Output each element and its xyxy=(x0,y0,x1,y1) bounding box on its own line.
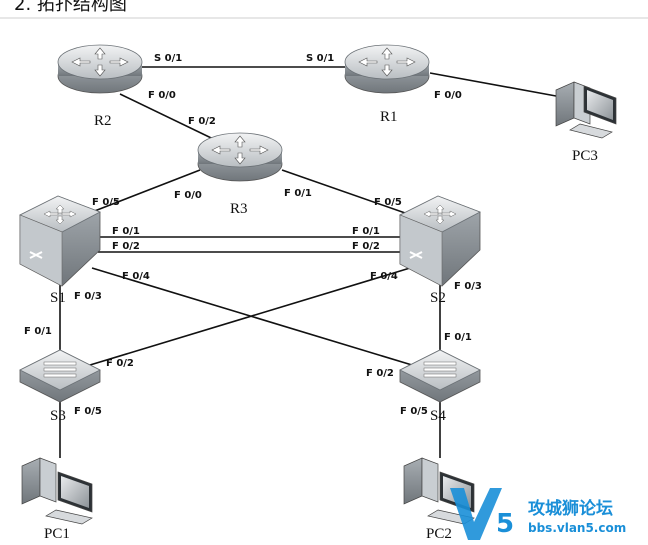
port-s1-f02: F 0/2 xyxy=(112,241,140,252)
link-r1-pc3 xyxy=(429,72,557,97)
watermark-url: bbs.vlan5.com xyxy=(528,521,626,535)
router-r1[interactable] xyxy=(344,44,430,94)
port-s2-f05: F 0/5 xyxy=(374,197,402,208)
port-s1-f04: F 0/4 xyxy=(122,271,150,282)
switch-arrows-icon xyxy=(43,204,77,225)
switch-s4[interactable] xyxy=(399,349,481,403)
port-s3-f02: F 0/2 xyxy=(106,358,134,369)
label-r3: R3 xyxy=(230,201,248,217)
label-pc1: PC1 xyxy=(44,526,70,542)
port-r2-f00: F 0/0 xyxy=(148,90,176,101)
port-r1-f00: F 0/0 xyxy=(434,90,462,101)
switch-s3[interactable] xyxy=(19,349,101,403)
v5-logo-icon: V5 5 xyxy=(450,488,514,540)
port-s4-f02: F 0/2 xyxy=(366,368,394,379)
label-s1: S1 xyxy=(50,290,66,306)
switch-ports-icon xyxy=(423,361,457,378)
port-s1-f05: F 0/5 xyxy=(92,197,120,208)
port-s2-f01: F 0/1 xyxy=(352,226,380,237)
label-r2: R2 xyxy=(94,113,112,129)
port-s3-f01: F 0/1 xyxy=(24,326,52,337)
label-s4: S4 xyxy=(430,408,446,424)
port-r3-f01: F 0/1 xyxy=(284,188,312,199)
port-s2-f03: F 0/3 xyxy=(454,281,482,292)
link-s2-s3 xyxy=(89,267,411,366)
watermark: V5 5 攻城狮论坛 bbs.vlan5.com xyxy=(450,488,626,540)
port-r1-s01: S 0/1 xyxy=(306,53,334,64)
port-s2-f02: F 0/2 xyxy=(352,241,380,252)
watermark-cn: 攻城狮论坛 xyxy=(528,498,613,519)
label-pc3: PC3 xyxy=(572,148,598,164)
port-s1-f03: F 0/3 xyxy=(74,291,102,302)
link-r3-s1 xyxy=(91,169,201,213)
switch-s1[interactable] xyxy=(19,195,101,287)
port-s2-f04: F 0/4 xyxy=(370,271,398,282)
link-r3-s2 xyxy=(281,169,409,215)
label-s2: S2 xyxy=(430,290,446,306)
router-arrows-icon xyxy=(211,135,269,165)
pc3-computer-icon[interactable] xyxy=(555,81,617,139)
port-s4-f05: F 0/5 xyxy=(400,406,428,417)
router-r3[interactable] xyxy=(197,132,283,182)
port-labels: S 0/1 S 0/1 F 0/0 F 0/0 F 0/2 F 0/0 F 0/… xyxy=(24,53,482,417)
switch-s2[interactable] xyxy=(399,195,481,287)
pc1-computer-icon[interactable] xyxy=(21,457,93,525)
links xyxy=(59,66,557,458)
port-r2-s01: S 0/1 xyxy=(154,53,182,64)
port-r3-f00: F 0/0 xyxy=(174,190,202,201)
port-s1-f01: F 0/1 xyxy=(112,226,140,237)
port-s3-f05: F 0/5 xyxy=(74,406,102,417)
page-title: 2. 拓扑结构图 xyxy=(14,0,127,15)
switch-cross-icon xyxy=(409,251,423,259)
router-arrows-icon xyxy=(358,47,416,77)
switch-ports-icon xyxy=(43,361,77,378)
svg-text:5: 5 xyxy=(496,509,514,539)
switch-cross-icon xyxy=(29,251,43,259)
port-r3-f02: F 0/2 xyxy=(188,116,216,127)
label-s3: S3 xyxy=(50,408,66,424)
port-s4-f01: F 0/1 xyxy=(444,332,472,343)
switch-arrows-icon xyxy=(423,204,457,225)
label-r1: R1 xyxy=(380,109,398,125)
router-r2[interactable] xyxy=(57,44,143,94)
router-arrows-icon xyxy=(71,47,129,77)
label-pc2: PC2 xyxy=(426,526,452,542)
